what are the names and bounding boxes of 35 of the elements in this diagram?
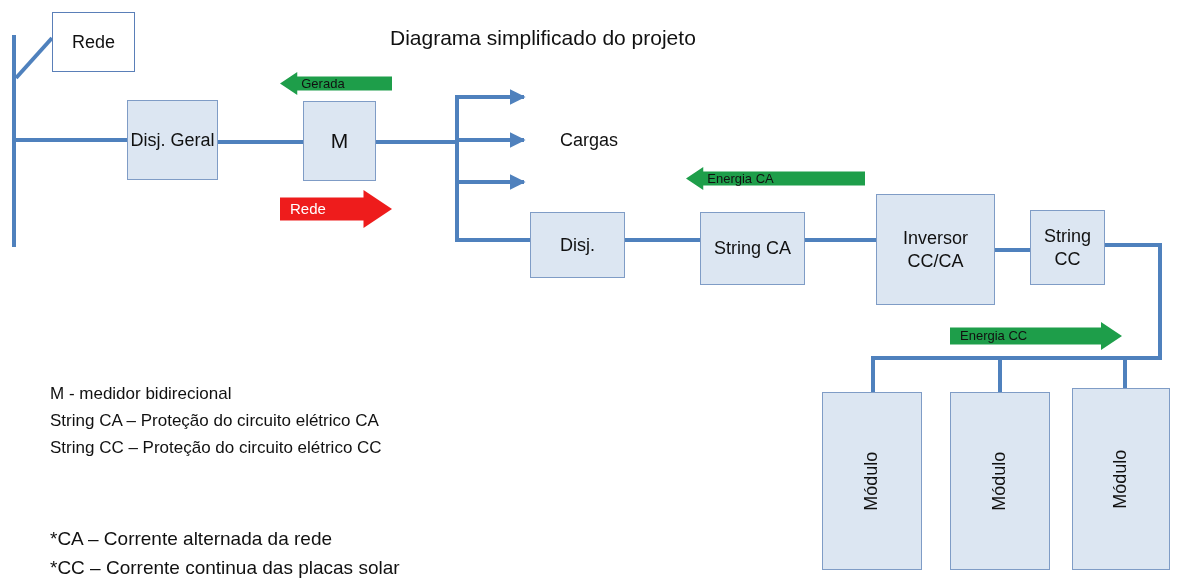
load-label: Cargas xyxy=(560,130,619,151)
connector-line xyxy=(459,238,530,242)
connector-line xyxy=(805,238,876,242)
legend-note: *CC – Corrente continua das placas solar xyxy=(50,557,400,579)
arrow xyxy=(459,174,526,190)
breaker-box: Disj. xyxy=(530,212,625,278)
arrow-label: Energia CA xyxy=(707,170,774,186)
arrow-label: Gerada xyxy=(301,75,345,91)
legend-note: String CC – Proteção do circuito elétrico CC xyxy=(50,438,382,458)
arrow xyxy=(459,132,526,148)
connector-line xyxy=(376,140,455,144)
diagram-title: Diagrama simplificado do projeto xyxy=(390,26,696,50)
meter-box: M xyxy=(303,101,376,181)
connector-line xyxy=(1105,243,1162,388)
breaker-box: Disj. Geral xyxy=(127,100,218,180)
connector-line xyxy=(625,238,700,242)
connector-line xyxy=(218,140,303,144)
module-box: Módulo xyxy=(950,392,1050,570)
connector-line xyxy=(14,36,54,80)
arrow-label: Rede xyxy=(290,200,326,217)
legend-note: M - medidor bidirecional xyxy=(50,384,232,404)
arrow xyxy=(459,89,526,105)
arrow-label: Energia CC xyxy=(960,328,1028,344)
connector-line xyxy=(995,248,1030,252)
protection-box: String CC xyxy=(1030,210,1105,285)
module-box: Módulo xyxy=(822,392,922,570)
connector-line xyxy=(16,138,127,142)
protection-box: String CA xyxy=(700,212,805,285)
bus-bar xyxy=(12,35,16,247)
bus-bar xyxy=(455,95,459,242)
module-box: Módulo xyxy=(1072,388,1170,570)
inverter-box: Inversor CC/CA xyxy=(876,194,995,305)
source-box: Rede xyxy=(52,12,135,72)
legend-note: String CA – Proteção do circuito elétrico CA xyxy=(50,411,379,431)
legend-note: *CA – Corrente alternada da rede xyxy=(50,528,332,550)
